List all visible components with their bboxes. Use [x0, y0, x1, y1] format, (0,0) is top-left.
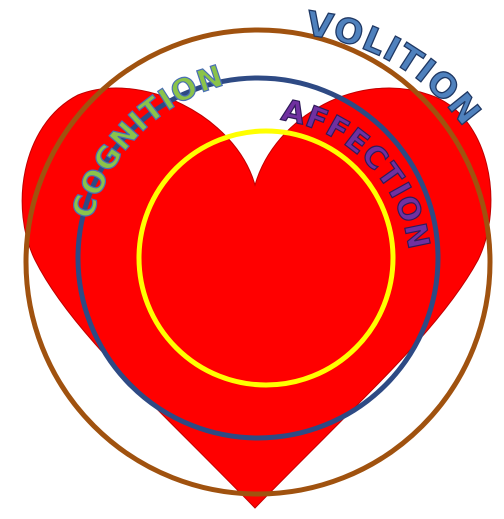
diagram-canvas: COGNITION VOLITION AFFECTION	[0, 0, 504, 514]
diagram-svg: COGNITION VOLITION AFFECTION	[0, 0, 504, 514]
